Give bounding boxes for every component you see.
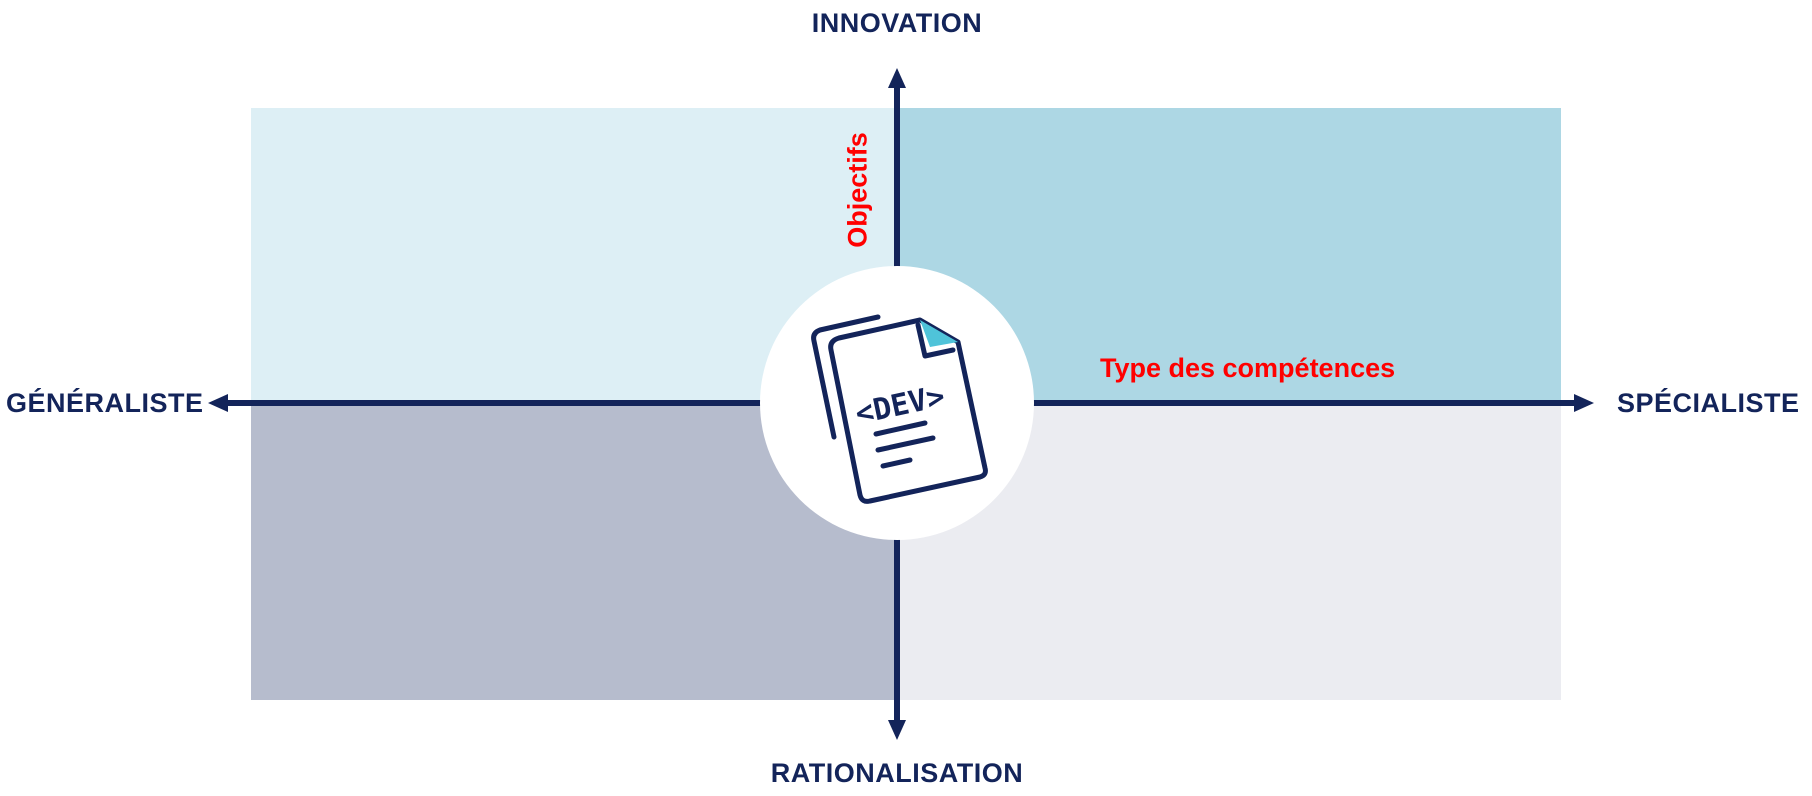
center-circle <box>760 266 1034 540</box>
axis-label-bottom: RATIONALISATION <box>770 758 1024 788</box>
axis-label-left: GÉNÉRALISTE <box>6 388 204 418</box>
axis-label-right: SPÉCIALISTE <box>1617 388 1800 418</box>
axis-title-horizontal: Type des compétences <box>1100 353 1396 383</box>
axis-title-vertical: Objectifs <box>842 132 873 248</box>
axis-label-top: INNOVATION <box>811 8 983 38</box>
dev-document-icon <box>811 314 988 504</box>
